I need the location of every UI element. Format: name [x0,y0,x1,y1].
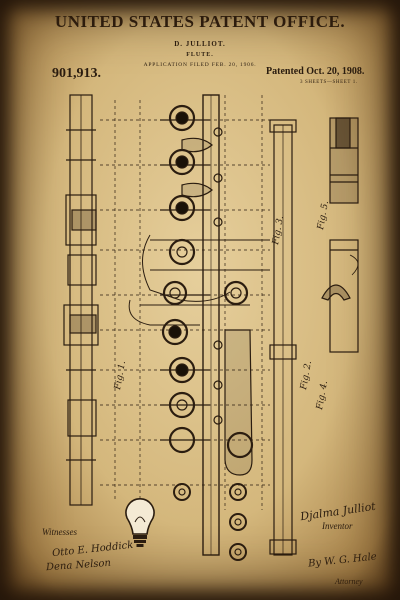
patented-date: Patented Oct. 20, 1908. [266,66,365,77]
key-detail-top [329,117,359,204]
flute-front-view [128,94,270,556]
inventor-name: D. JULLIOT. [174,40,226,48]
filing-date: APPLICATION FILED FEB. 20, 1906. [143,62,257,68]
fig-5-label: Fig. 5. [316,200,331,232]
patent-subject: FLUTE. [186,52,214,58]
sheet-count: 3 SHEETS—SHEET 1. [300,80,358,85]
fig-4-label: Fig. 4. [315,380,330,412]
flute-side-view [63,94,99,506]
witnesses-label: Witnesses [42,527,77,537]
patent-number: 901,913. [52,66,101,81]
flute-tube-section [269,119,297,556]
key-detail-bottom [321,239,359,353]
attorney-label: Attorney [335,577,363,586]
lightbulb-icon [125,498,155,547]
flute-keys [161,104,254,561]
fig-3-label: Fig. 3. [271,215,286,247]
patent-office-title: UNITED STATES PATENT OFFICE. [54,12,346,31]
fig-2-label: Fig. 2. [299,360,314,392]
inventor-label: Inventor [322,521,353,531]
